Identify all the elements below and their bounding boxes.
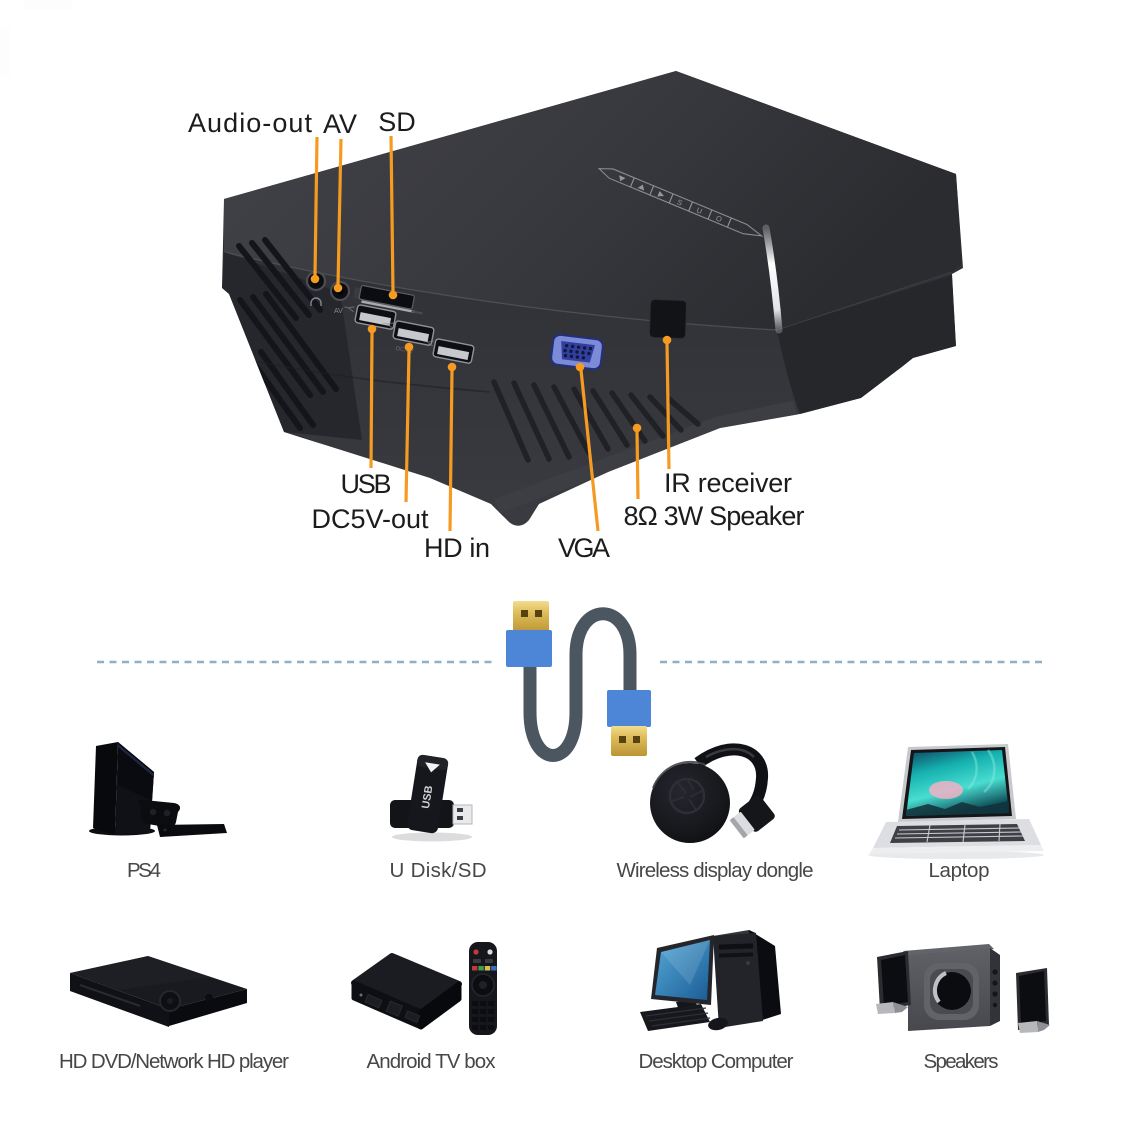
svg-text:Laptop: Laptop [929, 859, 990, 882]
svg-text:O: O [715, 214, 724, 225]
svg-text:HD in: HD in [424, 533, 490, 563]
svg-text:PS4: PS4 [127, 859, 161, 882]
svg-text:Desktop Computer: Desktop Computer [639, 1050, 794, 1073]
svg-text:8Ω 3W Speaker: 8Ω 3W Speaker [624, 501, 805, 531]
svg-text:USB: USB [420, 785, 435, 810]
svg-text:S: S [676, 197, 684, 207]
svg-text:IR receiver: IR receiver [664, 468, 792, 498]
svg-text:AV: AV [323, 109, 357, 139]
svg-text:Wireless display dongle: Wireless display dongle [617, 859, 814, 882]
svg-text:HD DVD/Network HD player: HD DVD/Network HD player [59, 1050, 289, 1073]
svg-text:AV: AV [334, 308, 343, 315]
svg-text:Speakers: Speakers [924, 1050, 999, 1073]
svg-text:Android TV box: Android TV box [367, 1050, 497, 1073]
svg-text:USB: USB [341, 469, 392, 499]
svg-text:U: U [695, 205, 703, 215]
svg-text:U Disk/SD: U Disk/SD [390, 859, 487, 882]
svg-text:VGA: VGA [558, 533, 610, 563]
svg-text:DC5V-out: DC5V-out [312, 504, 429, 534]
svg-text:Audio-out: Audio-out [188, 108, 312, 138]
svg-text:SD: SD [378, 107, 416, 137]
svg-text:DC/5V: DC/5V [395, 346, 413, 355]
